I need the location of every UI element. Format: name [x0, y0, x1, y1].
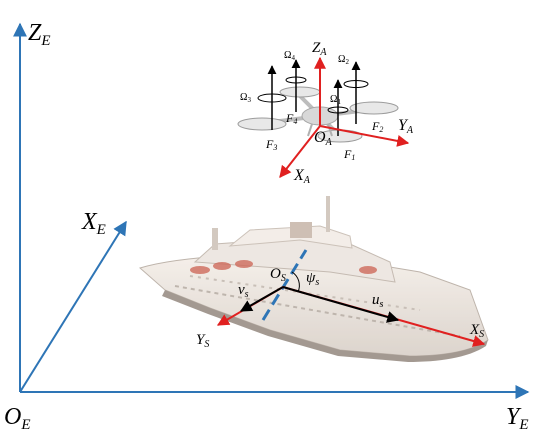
ship-u-velocity [282, 286, 400, 323]
ship-funnel [290, 222, 312, 238]
ship-y-label: YS [196, 332, 209, 350]
rotor-thrust-1 [327, 79, 349, 136]
earth-z-label: ZE [28, 20, 51, 49]
earth-x-label: XE [81, 209, 106, 238]
ship-windows [174, 285, 461, 337]
rotor-disc [349, 101, 399, 115]
earth-x-axis [19, 220, 127, 393]
omega-2-label: Ω2 [338, 54, 349, 66]
lifeboat [235, 260, 253, 268]
ship-heading-line [261, 249, 308, 321]
ship-psi-arc [291, 271, 300, 293]
rotor-disc [279, 86, 321, 98]
ship-x-label: XS [469, 322, 484, 340]
ship-mast [212, 228, 218, 250]
ship-u-label: us [372, 292, 384, 310]
omega-1-label: Ω1 [330, 94, 341, 106]
drone-leg [327, 123, 333, 137]
earth-y-label: YE [506, 404, 529, 433]
force-4-label: F4 [285, 111, 297, 126]
ship-illustration [138, 196, 489, 362]
rotor-thrust-4 [285, 59, 307, 112]
ship-waterline [162, 290, 488, 362]
ship-origin-label: OS [270, 266, 286, 284]
omega-4-label: Ω4 [284, 50, 295, 62]
ship-windows [189, 275, 421, 311]
rotor-thrust-3 [257, 65, 287, 130]
omega-3-label: Ω3 [240, 92, 251, 104]
ship-v-velocity [239, 286, 284, 312]
drone-leg [307, 123, 313, 137]
ship-psi-label: ψs [306, 270, 319, 288]
lifeboat [359, 266, 377, 274]
earth-origin-label: OE [4, 404, 31, 433]
ship-frame: OS ψs us vs XS YS [196, 249, 486, 350]
drone-x-label: XA [293, 167, 311, 186]
drone-z-label: ZA [312, 40, 327, 58]
ship-mast-2 [326, 196, 330, 232]
drone-y-label: YA [398, 117, 414, 136]
force-2-label: F2 [371, 119, 383, 134]
drone-origin-label: OA [314, 129, 333, 148]
drone-x-axis [279, 125, 321, 178]
force-3-label: F3 [265, 137, 277, 152]
earth-frame: ZE XE OE YE [4, 20, 530, 433]
rotor-thrust-2 [343, 61, 369, 124]
rotor-disc [237, 117, 287, 131]
lifeboat [190, 266, 210, 274]
lifeboat [213, 262, 231, 270]
drone-frame: ZA YA XA OA Ω4 Ω2 Ω3 Ω1 F4 F3 [240, 40, 414, 186]
drone-y-axis [319, 125, 410, 147]
force-1-label: F1 [343, 147, 355, 162]
ship-v-label: vs [238, 282, 249, 300]
